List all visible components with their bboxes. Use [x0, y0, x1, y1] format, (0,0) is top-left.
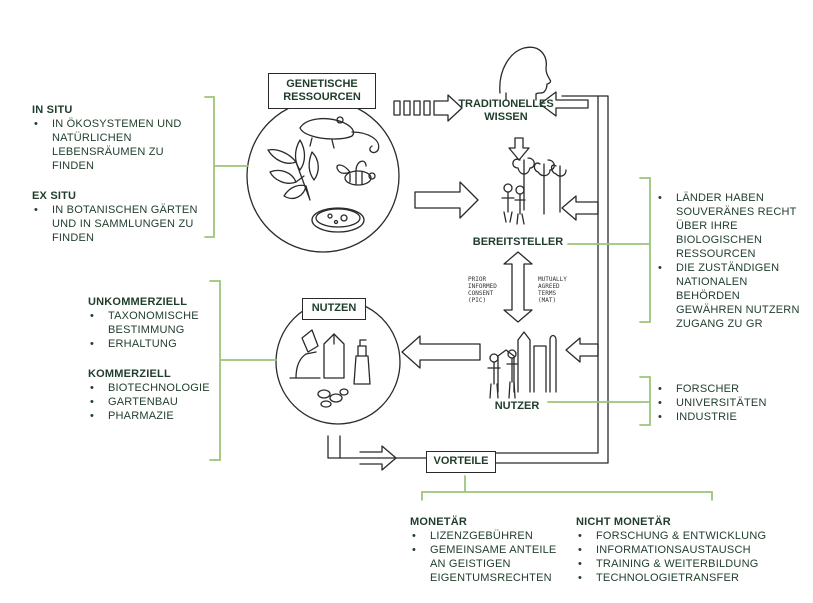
arrow-into-vorteile	[359, 445, 397, 471]
bracket-provider-notes	[567, 177, 651, 323]
pic-line-3: CONSENT	[468, 290, 494, 297]
commercial-item: BIOTECHNOLOGIE	[88, 381, 210, 395]
in-situ-heading: IN SITU	[32, 104, 73, 116]
user-note-item: FORSCHER	[656, 382, 806, 396]
non-monetary-item: TRAINING & WEITERBILDUNG	[576, 557, 806, 571]
city-people-icon	[487, 331, 557, 399]
provider-notes-block: LÄNDER HABEN SOUVERÄNES RECHT ÜBER IHRE …	[656, 191, 806, 331]
flow-loop-left	[327, 435, 431, 459]
flow-loop-inner	[469, 95, 599, 454]
pic-label: PRIOR INFORMED CONSENT (PIC)	[468, 276, 508, 304]
ex-situ-block: EX SITU IN BOTANISCHEN GÄRTEN UND IN SAM…	[32, 189, 204, 245]
provider-label: BEREITSTELLER	[472, 236, 564, 248]
ex-situ-heading: EX SITU	[32, 190, 77, 202]
arrow-knowledge-to-provider	[508, 137, 530, 161]
non-monetary-item: TECHNOLOGIETRANSFER	[576, 571, 806, 585]
spray-bottle-icon	[353, 339, 371, 385]
monetary-item: GEMEINSAME ANTEILE AN GEISTIGEN EIGENTUM…	[410, 543, 570, 585]
non-commercial-block: UNKOMMERZIELL TAXONOMISCHE BESTIMMUNG ER…	[88, 295, 210, 351]
commercial-block: KOMMERZIELL BIOTECHNOLOGIE GARTENBAU PHA…	[88, 367, 210, 423]
double-arrow-pic-mat	[503, 251, 533, 323]
arrow-loop-to-head	[539, 91, 589, 117]
rat-icon	[299, 116, 380, 154]
arrow-resources-to-knowledge	[393, 94, 463, 122]
carton-icon	[323, 333, 345, 379]
non-monetary-block: NICHT MONETÄR FORSCHUNG & ENTWICKLUNG IN…	[576, 515, 806, 585]
vorteile-label: VORTEILE	[433, 455, 489, 467]
nutzen-box: NUTZEN	[302, 298, 366, 320]
bracket-in-ex-situ	[204, 96, 249, 238]
mat-line-4: (MAT)	[538, 297, 557, 304]
non-monetary-heading: NICHT MONETÄR	[576, 516, 671, 528]
pic-line-1: PRIOR	[468, 276, 487, 283]
monetary-item: LIZENZGEBÜHREN	[410, 529, 570, 543]
nutzen-label: NUTZEN	[311, 302, 357, 314]
leaves-icon	[267, 139, 319, 201]
monetary-heading: MONETÄR	[410, 516, 468, 528]
in-situ-block: IN SITU IN ÖKOSYSTEMEN UND NATÜRLICHEN L…	[32, 103, 204, 173]
monetary-block: MONETÄR LIZENZGEBÜHREN GEMEINSAME ANTEIL…	[410, 515, 570, 585]
user-note-item: INDUSTRIE	[656, 410, 806, 424]
user-notes-block: FORSCHER UNIVERSITÄTEN INDUSTRIE	[656, 382, 806, 424]
non-monetary-item: INFORMATIONSAUSTAUSCH	[576, 543, 806, 557]
flow-loop-line	[469, 95, 609, 464]
in-situ-item: IN ÖKOSYSTEMEN UND NATÜRLICHEN LEBENSRÄU…	[32, 117, 204, 173]
head-icon	[499, 46, 552, 101]
non-commercial-item: ERHALTUNG	[88, 337, 210, 351]
pills-icon	[317, 388, 349, 408]
provider-note-item: LÄNDER HABEN SOUVERÄNES RECHT ÜBER IHRE …	[656, 191, 806, 261]
user-note-item: UNIVERSITÄTEN	[656, 396, 806, 410]
ex-situ-item: IN BOTANISCHEN GÄRTEN UND IN SAMMLUNGEN …	[32, 203, 204, 245]
arrow-loop-to-user	[565, 337, 599, 363]
bracket-nutzen-uses	[209, 280, 277, 461]
commercial-item: GARTENBAU	[88, 395, 210, 409]
user-label: NUTZER	[494, 400, 540, 412]
bracket-user-notes	[547, 376, 651, 426]
arrow-resources-to-provider	[414, 181, 479, 219]
people-trees-icon	[501, 157, 567, 225]
commercial-item: PHARMAZIE	[88, 409, 210, 423]
bee-icon	[336, 160, 376, 186]
genetic-resources-label: GENETISCHE RESSOURCEN	[283, 78, 361, 103]
pic-line-4: (PIC)	[468, 297, 487, 304]
non-monetary-item: FORSCHUNG & ENTWICKLUNG	[576, 529, 806, 543]
non-commercial-heading: UNKOMMERZIELL	[88, 296, 188, 308]
traditional-knowledge-label: TRADITIONELLES WISSEN	[458, 98, 554, 123]
microscope-icon	[289, 329, 321, 379]
arrow-user-to-nutzen	[401, 335, 481, 369]
vorteile-box: VORTEILE	[426, 451, 496, 473]
genetic-resources-box: GENETISCHE RESSOURCEN	[268, 73, 376, 109]
mat-line-1: MUTUALLY	[538, 276, 567, 283]
arrow-loop-to-provider	[561, 195, 599, 221]
bracket-vorteile	[421, 475, 713, 501]
non-commercial-item: TAXONOMISCHE BESTIMMUNG	[88, 309, 210, 337]
mat-line-3: TERMS	[538, 290, 557, 297]
mat-label: MUTUALLY AGREED TERMS (MAT)	[538, 276, 582, 304]
provider-note-item: DIE ZUSTÄNDIGEN NATIONALEN BEHÖRDEN GEWÄ…	[656, 261, 806, 331]
petri-dish-icon	[311, 207, 365, 233]
pic-line-2: INFORMED	[468, 283, 497, 290]
commercial-heading: KOMMERZIELL	[88, 368, 171, 380]
mat-line-2: AGREED	[538, 283, 560, 290]
